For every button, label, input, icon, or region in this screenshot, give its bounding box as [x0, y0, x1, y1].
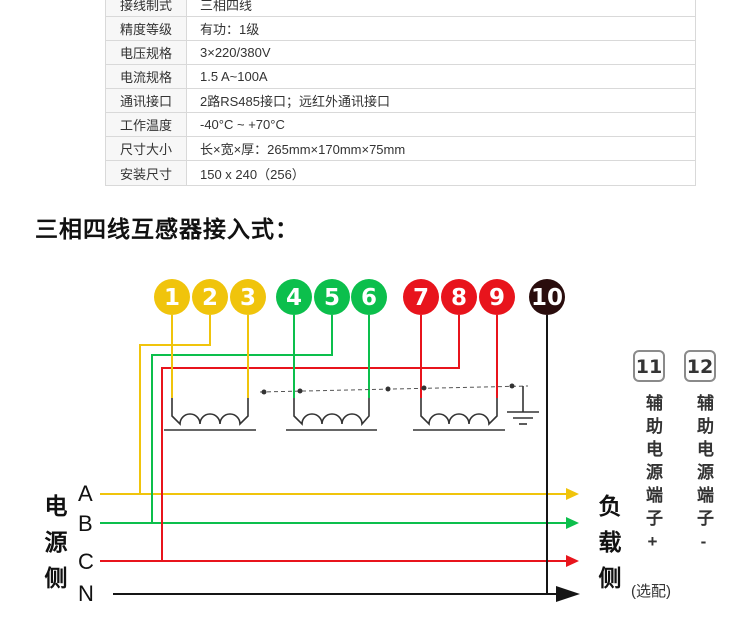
phase-b-voltage-tap: [151, 315, 333, 523]
link-dot: [261, 389, 267, 395]
phase-b-arrow: [566, 517, 579, 529]
table-row: 电压规格 3×220/380V: [106, 41, 695, 65]
table-row: 工作温度 -40°C ~ +70°C: [106, 113, 695, 137]
terminal-4-label: 4: [286, 285, 302, 311]
terminal-5-circle: [314, 279, 350, 315]
spec-row-label: 通讯接口: [106, 89, 187, 112]
terminal-5-label: 5: [324, 285, 340, 311]
phase-c-arrow: [566, 555, 579, 567]
table-row: 电流规格 1.5 A~100A: [106, 65, 695, 89]
aux-terminal-11-box: [633, 350, 665, 382]
terminal-10: 10: [529, 279, 565, 315]
phase-b-letter: B: [78, 511, 93, 536]
ground-symbol: [507, 386, 539, 425]
phase-a-voltage-tap: [139, 315, 211, 494]
aux-terminal-12: 12: [684, 350, 716, 382]
table-row: 通讯接口 2路RS485接口；远红外通讯接口: [106, 89, 695, 113]
spec-row-value: 1.5 A~100A: [200, 69, 268, 84]
aux-terminal-11-label: 辅助电源端子+: [643, 394, 662, 557]
spec-row-value: 长×宽×厚：265mm×170mm×75mm: [200, 142, 406, 157]
terminal-8-circle: [441, 279, 477, 315]
ct-a-coil: [171, 398, 249, 426]
spec-row-label: 工作温度: [106, 113, 187, 136]
spec-row-label: 电流规格: [106, 65, 187, 88]
link-dot: [385, 386, 391, 392]
terminal-9-circle: [479, 279, 515, 315]
ct-c-coil: [420, 398, 498, 426]
terminal-3-circle: [230, 279, 266, 315]
aux-terminal-12-box: [684, 350, 716, 382]
ct-b-coil: [293, 398, 370, 427]
terminal-8: 8: [441, 279, 477, 315]
link-dot: [509, 383, 515, 389]
spec-table: 接线制式 三相四线 精度等级 有功：1级 电压规格 3×220/380V 电流规…: [105, 0, 696, 186]
link-dot: [297, 388, 303, 394]
phase-n-letter: N: [78, 581, 94, 606]
table-row: 尺寸大小 长×宽×厚：265mm×170mm×75mm: [106, 137, 695, 161]
table-row: 精度等级 有功：1级: [106, 17, 695, 41]
terminal-2-circle: [192, 279, 228, 315]
aux-terminal-12-number: 12: [687, 356, 713, 378]
section-heading: 三相四线互感器接入式：: [35, 216, 299, 242]
spec-row-label: 尺寸大小: [106, 137, 187, 160]
neutral-arrow: [556, 586, 580, 602]
spec-row-value: 三相四线: [200, 0, 253, 13]
terminal-4: 4: [276, 279, 312, 315]
terminal-4-circle: [276, 279, 312, 315]
terminal-9-label: 9: [489, 285, 505, 311]
terminal-6: 6: [351, 279, 387, 315]
terminal-5: 5: [314, 279, 350, 315]
aux-terminal-12-label: 辅助电源端子-: [694, 394, 713, 557]
spec-row-value: -40°C ~ +70°C: [200, 117, 285, 132]
terminal-6-circle: [351, 279, 387, 315]
aux-optional-note: (选配): [631, 583, 671, 600]
terminal-2: 2: [192, 279, 228, 315]
terminal-1: 1: [154, 279, 190, 315]
phase-a-arrow: [566, 488, 579, 500]
table-row: 安装尺寸 150 x 240（256）: [106, 161, 695, 185]
link-dot: [421, 385, 427, 391]
spec-row-value: 3×220/380V: [200, 45, 271, 60]
load-side-label: 负载侧: [595, 494, 621, 602]
terminal-6-label: 6: [361, 285, 377, 311]
terminal-10-label: 10: [531, 285, 563, 311]
phase-c-letter: C: [78, 549, 94, 574]
spec-row-label: 电压规格: [106, 41, 187, 64]
terminal-1-label: 1: [164, 285, 180, 311]
spec-row-label: 接线制式: [106, 0, 187, 16]
spec-row-label: 精度等级: [106, 17, 187, 40]
terminal-10-circle: [529, 279, 565, 315]
source-side-label: 电源侧: [41, 494, 67, 602]
terminal-2-label: 2: [202, 285, 218, 311]
voltage-link-dashed-line: [259, 385, 529, 393]
spec-row-value: 有功：1级: [200, 22, 260, 37]
phase-a-letter: A: [78, 481, 93, 506]
terminal-7: 7: [403, 279, 439, 315]
table-row: 接线制式 三相四线: [106, 0, 695, 17]
phase-c-voltage-tap: [161, 315, 460, 561]
terminal-7-circle: [403, 279, 439, 315]
terminal-3: 3: [230, 279, 266, 315]
aux-terminal-11: 11: [633, 350, 665, 382]
spec-row-value: 150 x 240（256）: [200, 166, 305, 182]
terminal-8-label: 8: [451, 285, 467, 311]
terminal-3-label: 3: [240, 285, 256, 311]
terminal-1-circle: [154, 279, 190, 315]
spec-row-label: 安装尺寸: [106, 161, 187, 185]
terminal-7-label: 7: [413, 285, 429, 311]
spec-row-value: 2路RS485接口；远红外通讯接口: [200, 94, 390, 109]
terminal-9: 9: [479, 279, 515, 315]
aux-terminal-11-number: 11: [636, 356, 662, 378]
